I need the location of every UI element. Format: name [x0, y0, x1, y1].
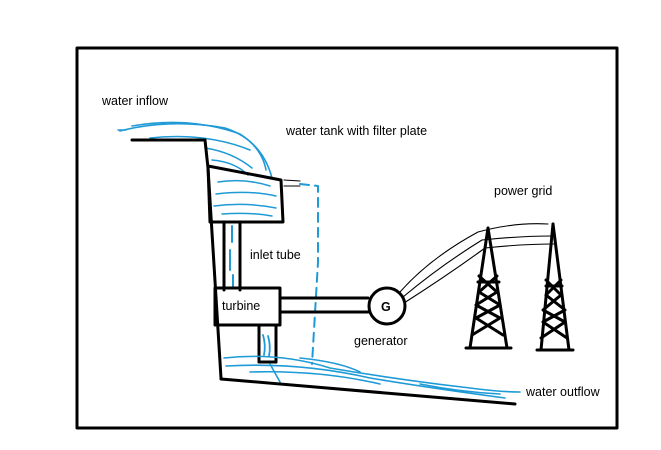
river-bed — [219, 377, 517, 406]
generator-symbol: G — [381, 300, 391, 314]
outflow-water — [223, 355, 521, 399]
generator-circle — [367, 286, 407, 326]
label-water-inflow: water inflow — [101, 94, 169, 108]
turbine-outlet-water — [262, 334, 271, 357]
inlet-tube — [222, 220, 242, 292]
power-tower-right — [535, 222, 575, 352]
label-water-outflow: water outflow — [525, 385, 601, 399]
label-water-tank: water tank with filter plate — [285, 124, 427, 138]
label-generator: generator — [354, 334, 408, 348]
inflow-water — [117, 121, 273, 179]
filter-plate — [283, 179, 301, 187]
inlet-tube-water — [229, 225, 234, 289]
power-tower-left — [464, 226, 513, 350]
label-inlet-tube: inlet tube — [250, 248, 301, 262]
diagram-frame — [75, 46, 619, 430]
water-tank — [206, 164, 285, 224]
tank-overflow-dashed — [299, 183, 319, 365]
turbine-box — [213, 286, 282, 327]
drive-shaft — [278, 296, 370, 314]
tank-water — [213, 179, 277, 217]
label-power-grid: power grid — [494, 184, 552, 198]
label-turbine: turbine — [222, 299, 260, 313]
